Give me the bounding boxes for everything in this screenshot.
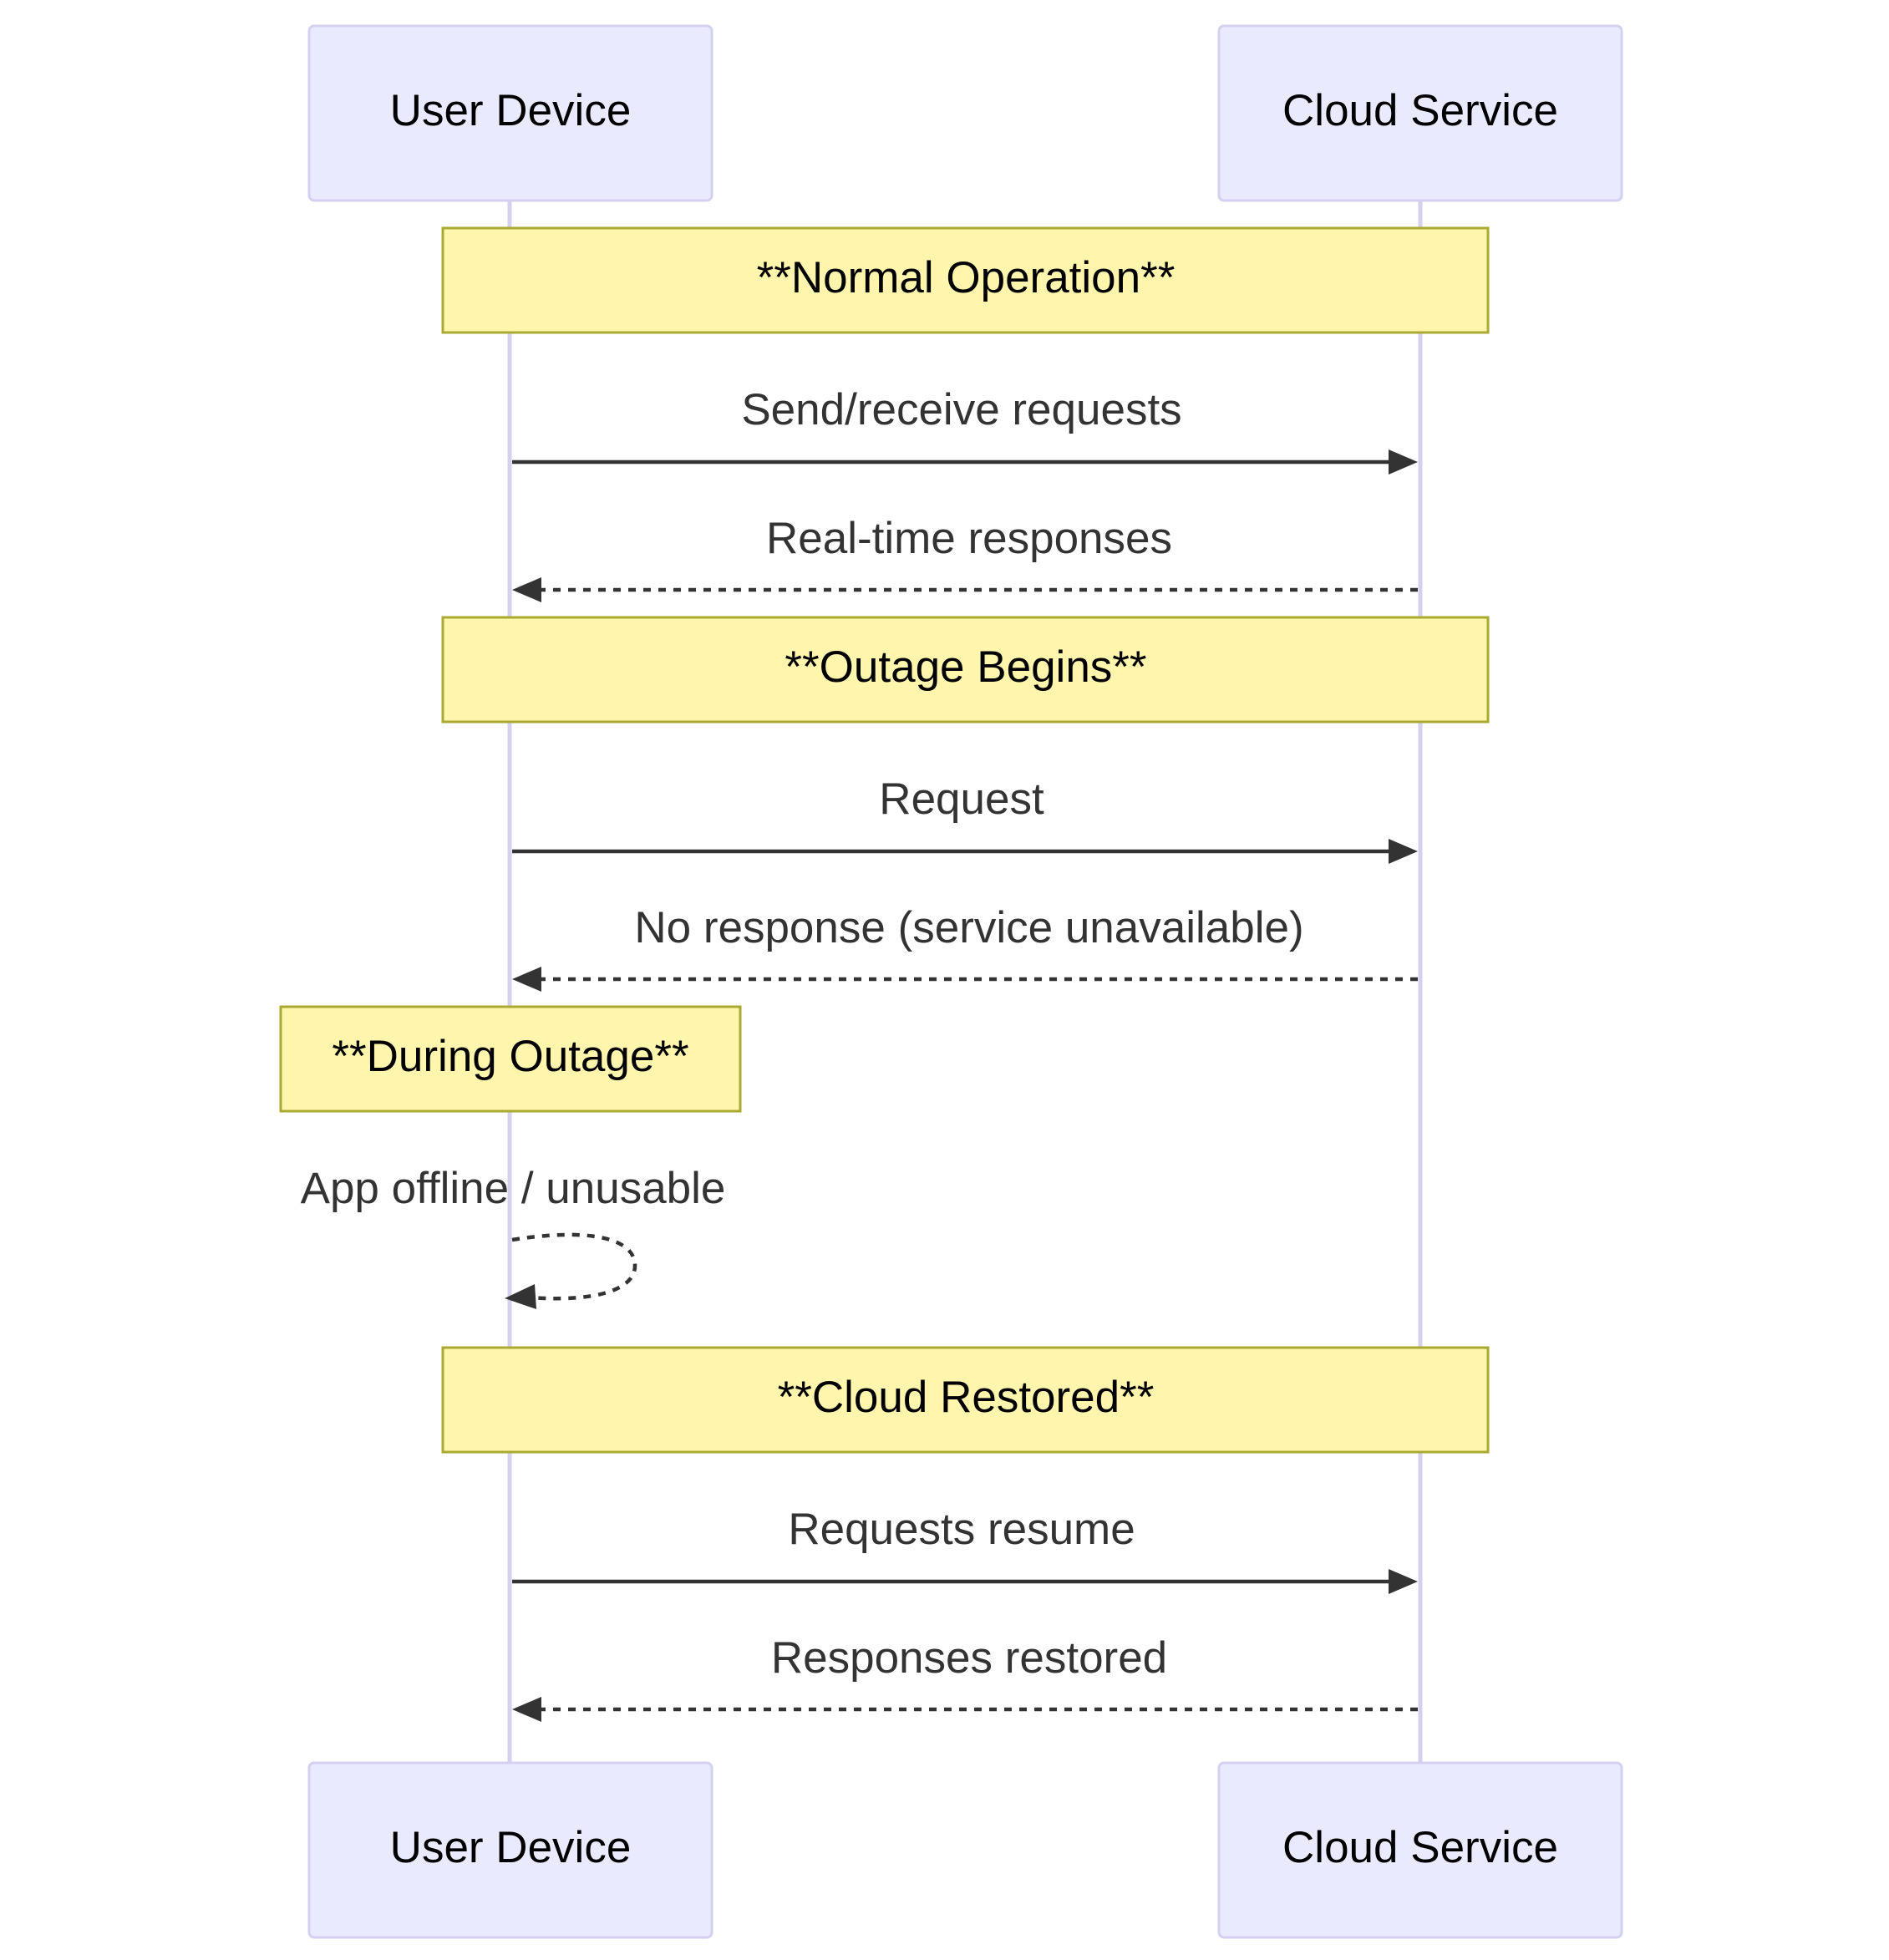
arrowhead	[505, 1284, 536, 1309]
actor-label: Cloud Service	[1282, 86, 1558, 135]
message-request: Request	[512, 774, 1418, 864]
message-label: No response (service unavailable)	[634, 903, 1303, 952]
message-label: Send/receive requests	[741, 385, 1181, 434]
message-no-response: No response (service unavailable)	[512, 903, 1418, 992]
note-during-outage: **During Outage**	[279, 1005, 742, 1113]
note-outage-begins: **Outage Begins**	[441, 616, 1490, 724]
actor-cloud-service-bottom: Cloud Service	[1217, 1761, 1623, 1939]
actor-label: Cloud Service	[1282, 1823, 1558, 1872]
note-label: **Normal Operation**	[757, 253, 1176, 302]
message-label: Responses restored	[771, 1633, 1167, 1683]
message-realtime-responses: Real-time responses	[512, 514, 1418, 602]
note-cloud-restored: **Cloud Restored**	[441, 1346, 1490, 1454]
arrowhead	[512, 1697, 541, 1722]
arrowhead	[512, 577, 541, 602]
note-label: **During Outage**	[332, 1032, 688, 1081]
arrowhead	[512, 967, 541, 992]
actor-label: User Device	[390, 86, 632, 135]
arrowhead	[1389, 1569, 1418, 1594]
message-label: Request	[879, 774, 1044, 824]
message-requests-resume: Requests resume	[512, 1505, 1418, 1594]
note-label: **Outage Begins**	[785, 642, 1146, 692]
actor-user-device-top: User Device	[307, 24, 713, 202]
arrowhead	[1389, 449, 1418, 475]
message-label: App offline / unusable	[301, 1164, 726, 1213]
actor-label: User Device	[390, 1823, 632, 1872]
message-responses-restored: Responses restored	[512, 1633, 1418, 1722]
arrowhead	[1389, 839, 1418, 864]
note-label: **Cloud Restored**	[778, 1373, 1155, 1422]
message-send-receive-requests: Send/receive requests	[512, 385, 1418, 475]
note-normal-operation: **Normal Operation**	[441, 226, 1490, 334]
actor-user-device-bottom: User Device	[307, 1761, 713, 1939]
actor-cloud-service-top: Cloud Service	[1217, 24, 1623, 202]
message-label: Real-time responses	[766, 514, 1172, 563]
self-loop-line	[511, 1232, 637, 1301]
message-label: Requests resume	[788, 1505, 1135, 1554]
message-app-offline-self: App offline / unusable	[301, 1164, 726, 1309]
